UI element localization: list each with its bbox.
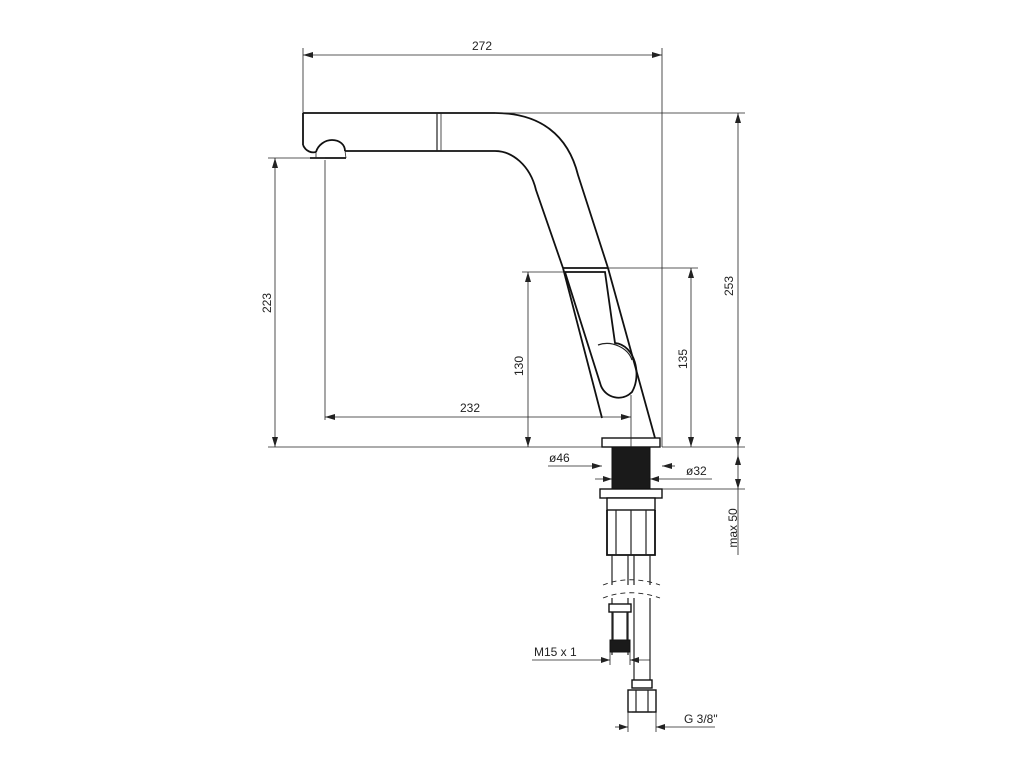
dimension-lines [268,48,745,732]
dim-base-diameter: ø46 [549,451,570,465]
mounting-shank [599,446,663,713]
dim-max-thickness: max 50 [726,508,740,548]
dim-overall-width: 272 [472,39,492,53]
dim-thread-hose: M15 x 1 [534,645,577,659]
dim-shank-diameter: ø32 [686,464,707,478]
dimension-labels: 272 253 223 232 130 135 ø46 ø32 max 50 M… [260,39,740,726]
dim-reach: 232 [460,401,480,415]
faucet-body [302,112,661,448]
dim-spout-height: 223 [260,293,274,313]
dim-lever-height-right: 135 [676,349,690,369]
dim-overall-height: 253 [722,276,736,296]
dim-lever-height-left: 130 [512,356,526,376]
dim-thread-connection: G 3/8" [684,712,718,726]
